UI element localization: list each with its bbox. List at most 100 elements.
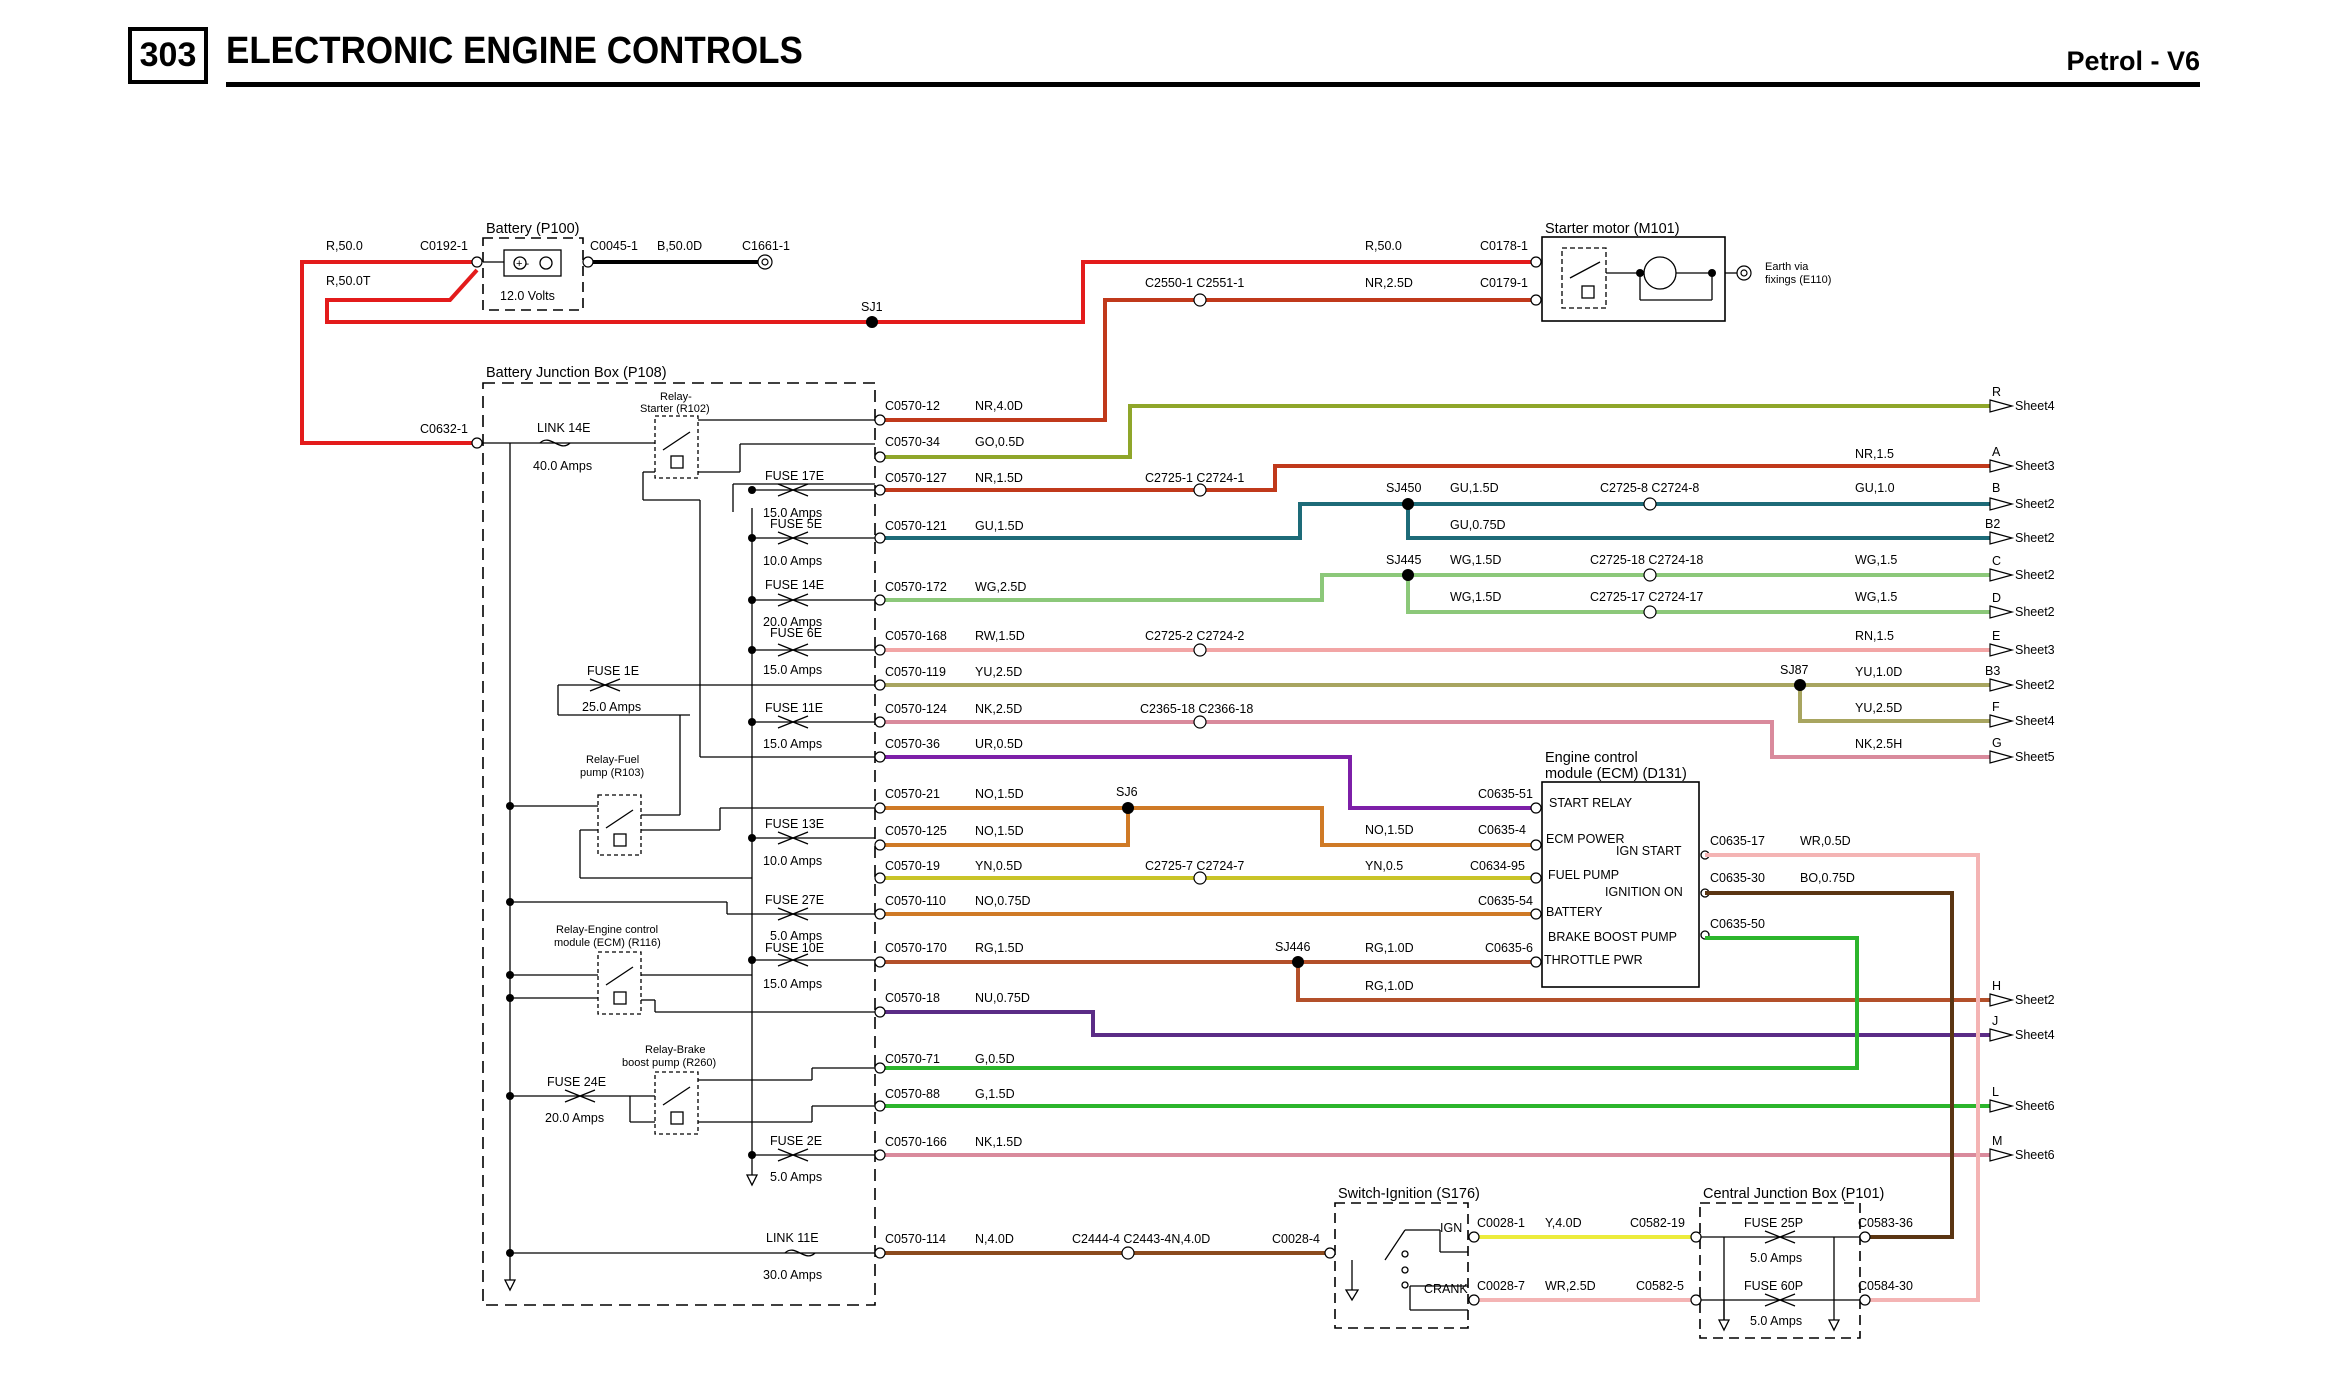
- wire-label: B,50.0D: [657, 239, 702, 253]
- connector-label: C0570-114: [885, 1232, 946, 1246]
- wire-nr: [875, 298, 1540, 422]
- page-title: ELECTRONIC ENGINE CONTROLS: [226, 30, 803, 72]
- relays: [597, 415, 699, 1135]
- fuse-name: FUSE 24E: [547, 1075, 606, 1089]
- wire-label: NK,2.5H: [1855, 737, 1902, 751]
- sheet-ref-link[interactable]: Sheet5: [2015, 750, 2055, 764]
- sheet-ref-letter: A: [1992, 445, 2001, 459]
- connector-label: C0570-125: [885, 824, 947, 838]
- sheet-ref-link[interactable]: Sheet2: [2015, 678, 2055, 692]
- fuse-rating: 15.0 Amps: [763, 663, 822, 677]
- splice-label: SJ6: [1116, 785, 1138, 799]
- bjb-title: Battery Junction Box (P108): [486, 365, 667, 381]
- relay-starter-label-1: Relay-: [660, 391, 692, 403]
- connector-label: C0582-5: [1636, 1279, 1684, 1293]
- ignition-switch-title: Switch-Ignition (S176): [1338, 1186, 1480, 1202]
- wire-no: [875, 806, 1130, 847]
- fuse-rating: 10.0 Amps: [763, 554, 822, 568]
- fuse-rating: 5.0 Amps: [770, 1170, 822, 1184]
- ecm-title-2: module (ECM) (D131): [1545, 766, 1687, 782]
- wire-label: R,50.0: [1365, 239, 1402, 253]
- sheet-ref-letter: R: [1992, 385, 2001, 399]
- central-junction-box: [1699, 1202, 1861, 1339]
- connector-label: C2725-17 C2724-17: [1590, 590, 1703, 604]
- fuse-name: FUSE 5E: [770, 517, 822, 531]
- wire-label: WG,1.5: [1855, 553, 1897, 567]
- connector-label: C2550-1 C2551-1: [1145, 276, 1244, 290]
- sheet-ref-link[interactable]: Sheet4: [2015, 714, 2055, 728]
- starter-title: Starter motor (M101): [1545, 221, 1680, 237]
- wire-label: NK,1.5D: [975, 1135, 1022, 1149]
- wire-label: RG,1.0D: [1365, 979, 1414, 993]
- wire-label: YU,2.5D: [1855, 701, 1902, 715]
- wire-label: BO,0.75D: [1800, 871, 1855, 885]
- relay-brake-label-1: Relay-Brake: [645, 1044, 706, 1056]
- sheet-ref-link[interactable]: Sheet4: [2015, 399, 2055, 413]
- fuse-name: FUSE 10E: [765, 941, 824, 955]
- fuse-rating: 5.0 Amps: [1750, 1251, 1802, 1265]
- connector-label: C0028-7: [1477, 1279, 1525, 1293]
- earth-note-2: fixings (E110): [1765, 274, 1831, 286]
- fuse-rating: 5.0 Amps: [770, 929, 822, 943]
- wire-label: RG,1.5D: [975, 941, 1024, 955]
- wire-label: NR,1.5D: [975, 471, 1023, 485]
- ecm-box: [1541, 781, 1700, 988]
- wire-label: YU,1.0D: [1855, 665, 1902, 679]
- connector-label: C0635-30: [1710, 871, 1765, 885]
- sheet-ref-link[interactable]: Sheet2: [2015, 993, 2055, 1007]
- splice-label: SJ445: [1386, 553, 1421, 567]
- connector-label: C1661-1: [742, 239, 790, 253]
- connector-label: C0584-30: [1858, 1279, 1913, 1293]
- fuse-name: FUSE 14E: [765, 578, 824, 592]
- wire-label: YN,0.5D: [975, 859, 1022, 873]
- sheet-ref-link[interactable]: Sheet2: [2015, 568, 2055, 582]
- battery-box: [482, 237, 584, 311]
- ecm-title-1: Engine control: [1545, 750, 1638, 766]
- sheet-ref-link[interactable]: Sheet3: [2015, 459, 2055, 473]
- connector-label: C0179-1: [1480, 276, 1528, 290]
- section-number: 303: [139, 36, 197, 74]
- sheet-ref-letter: G: [1992, 736, 2002, 750]
- connector-label: C0570-34: [885, 435, 940, 449]
- wire-label: YN,0.5: [1365, 859, 1403, 873]
- ecm-pin-ignition-on: IGNITION ON: [1605, 885, 1683, 899]
- sheet-ref-link[interactable]: Sheet2: [2015, 531, 2055, 545]
- fuse-rating: 20.0 Amps: [763, 615, 822, 629]
- wire-wg: [1406, 575, 1990, 614]
- wire-label: RG,1.0D: [1365, 941, 1414, 955]
- wire-gu: [1406, 504, 1990, 540]
- connector-label: C0178-1: [1480, 239, 1528, 253]
- connector-label: C0635-6: [1485, 941, 1533, 955]
- fuse-rating: 15.0 Amps: [763, 506, 822, 520]
- wire-label: YU,2.5D: [975, 665, 1022, 679]
- battery-title: Battery (P100): [486, 221, 580, 237]
- wire-label: GO,0.5D: [975, 435, 1024, 449]
- sheet-ref-letter: J: [1992, 1014, 1998, 1028]
- fuse-name: FUSE 27E: [765, 893, 824, 907]
- sheet-ref-letter: L: [1992, 1085, 1999, 1099]
- fuse-name: FUSE 17E: [765, 469, 824, 483]
- connector-label: C0570-12: [885, 399, 940, 413]
- fuse-name: FUSE 13E: [765, 817, 824, 831]
- connector-label: C0635-17: [1710, 834, 1765, 848]
- sheet-ref-link[interactable]: Sheet2: [2015, 497, 2055, 511]
- connector-label: C0570-71: [885, 1052, 940, 1066]
- wire-label: G,1.5D: [975, 1087, 1015, 1101]
- splice-label: SJ1: [861, 300, 883, 314]
- sheet-ref-link[interactable]: Sheet2: [2015, 605, 2055, 619]
- connector-label: C0028-1: [1477, 1216, 1525, 1230]
- sheet-ref-link[interactable]: Sheet3: [2015, 643, 2055, 657]
- sheet-ref-link[interactable]: Sheet6: [2015, 1099, 2055, 1113]
- relay-brake-label-2: boost pump (R260): [622, 1057, 716, 1069]
- sheet-ref-link[interactable]: Sheet4: [2015, 1028, 2055, 1042]
- wire-label: UR,0.5D: [975, 737, 1023, 751]
- ecm-pin-throttle-pwr: THROTTLE PWR: [1544, 953, 1643, 967]
- starter-motor-box: [1541, 236, 1726, 322]
- sheet-ref-letter: F: [1992, 700, 2000, 714]
- sheet-ref-link[interactable]: Sheet6: [2015, 1148, 2055, 1162]
- connector-label: C0570-170: [885, 941, 947, 955]
- fuse-rating: 30.0 Amps: [763, 1268, 822, 1282]
- wire-label: GU,1.0: [1855, 481, 1895, 495]
- ignition-switch-box: [1334, 1202, 1469, 1329]
